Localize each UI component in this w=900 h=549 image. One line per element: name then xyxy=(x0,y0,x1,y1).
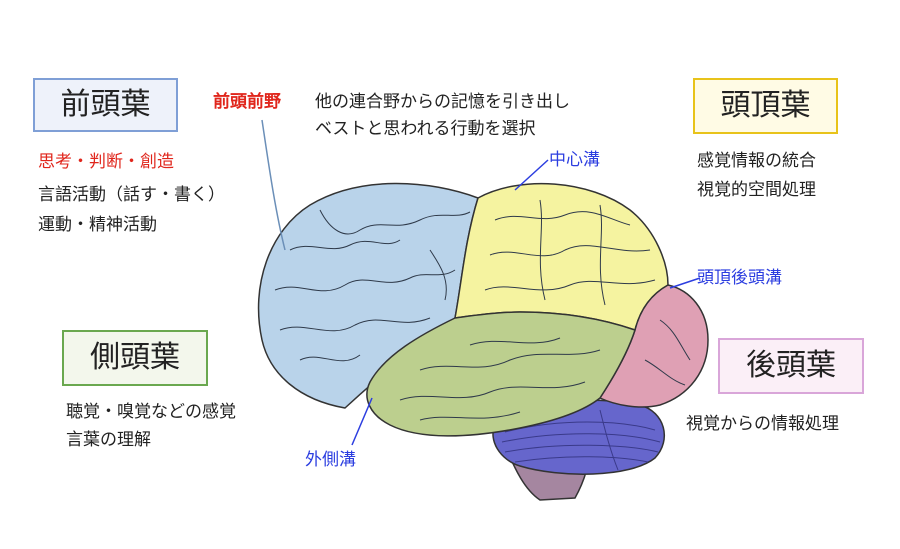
parietal-lobe-title: 頭頂葉 xyxy=(720,88,811,123)
frontal-lobe-function-1: 思考・判断・創造 xyxy=(38,152,174,172)
prefrontal-label: 前頭前野 xyxy=(213,92,281,112)
parieto-occipital-leader-line xyxy=(669,277,701,289)
temporal-lobe-region xyxy=(366,311,636,437)
prefrontal-desc-1: 他の連合野からの記憶を引き出し xyxy=(315,92,570,112)
frontal-lobe-function-2: 言語活動（話す・書く） xyxy=(38,185,225,205)
occipital-lobe-title: 後頭葉 xyxy=(746,348,836,383)
frontal-lobe-title-box: 前頭葉 xyxy=(33,78,178,132)
temporal-lobe-function-2: 言葉の理解 xyxy=(66,430,151,450)
central-sulcus-label: 中心溝 xyxy=(549,150,600,170)
frontal-lobe-title: 前頭葉 xyxy=(60,87,151,122)
lateral-sulcus-leader-line xyxy=(351,397,373,446)
lateral-sulcus-label: 外側溝 xyxy=(305,450,356,470)
temporal-lobe-title: 側頭葉 xyxy=(90,340,180,375)
frontal-lobe-function-3: 運動・精神活動 xyxy=(38,215,157,235)
temporal-lobe-title-box: 側頭葉 xyxy=(62,330,208,386)
occipital-lobe-title-box: 後頭葉 xyxy=(718,338,864,394)
parietal-lobe-region xyxy=(454,182,669,331)
temporal-lobe-function-1: 聴覚・嗅覚などの感覚 xyxy=(66,402,236,422)
central-sulcus-leader-line xyxy=(514,159,549,191)
occipital-lobe-function-1: 視覚からの情報処理 xyxy=(686,414,839,434)
parieto-occipital-sulcus-label: 頭頂後頭溝 xyxy=(697,268,782,288)
parietal-lobe-function-2: 視覚的空間処理 xyxy=(697,180,816,200)
prefrontal-desc-2: ベストと思われる行動を選択 xyxy=(315,119,536,139)
parietal-lobe-function-1: 感覚情報の統合 xyxy=(697,151,816,171)
parietal-lobe-title-box: 頭頂葉 xyxy=(693,78,838,134)
prefrontal-leader-line xyxy=(261,119,286,251)
gyri-lines xyxy=(274,199,691,421)
